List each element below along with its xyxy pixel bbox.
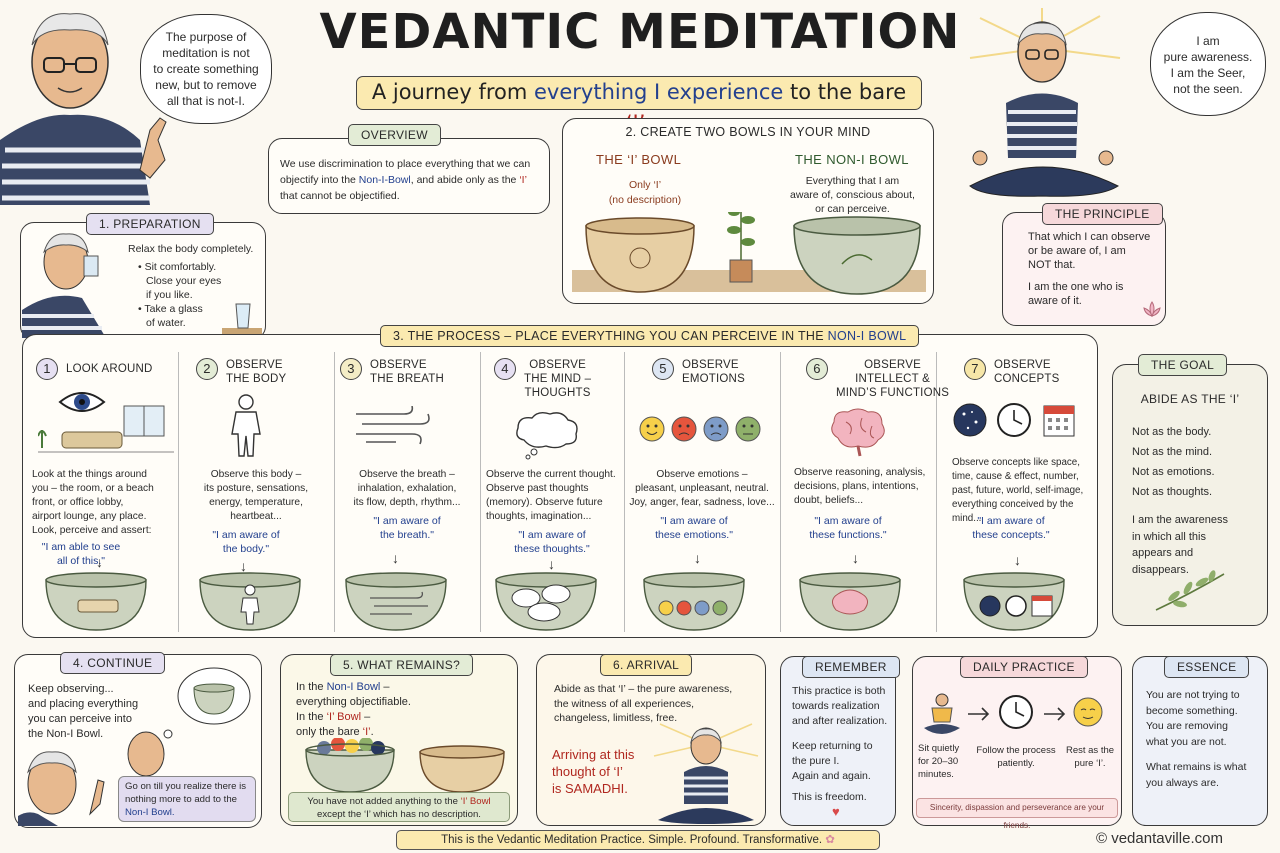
i-bowl-title: THE ‘I’ BOWL (596, 152, 682, 167)
down-arrow: ↓ (96, 554, 103, 570)
continue-note: Go on till you realize there is nothing … (118, 776, 256, 822)
down-arrow: ↓ (852, 550, 859, 566)
step-6-text: Observe reasoning, analysis, decisions, … (794, 467, 926, 506)
step-3-text: Observe the breath – inhalation, exhalat… (353, 469, 461, 508)
continue-tag: 4. CONTINUE (60, 652, 166, 674)
principle-text: That which I can observe or be aware of,… (1028, 231, 1151, 307)
lotus-icon: ✿ (825, 834, 835, 846)
arrival-tag: 6. ARRIVAL (600, 654, 693, 676)
leaf-branch-icon (1155, 570, 1225, 611)
step-4-quote: "I am aware of these thoughts." (514, 529, 590, 555)
essence-card (1132, 656, 1268, 826)
process-bowls-illustration (45, 572, 1065, 631)
goal-heading: ABIDE AS THE ‘I’ (1140, 392, 1240, 406)
meditating-teacher-illustration (969, 8, 1121, 197)
arrival-text: Abide as that ‘I’ – the pure awareness, … (554, 683, 733, 724)
concept-icons (953, 403, 1075, 437)
daily-practice-footnote: Sincerity, dispassion and perseverance a… (916, 798, 1118, 830)
overview-card (268, 138, 550, 214)
heart-icon: ♥ (832, 804, 840, 819)
page-title: VEDANTIC MEDITATION (319, 4, 961, 60)
thought-cloud-icon (516, 411, 578, 460)
remember-tag: REMEMBER (802, 656, 900, 678)
goal-text: Not as the body. Not as the mind. Not as… (1132, 426, 1228, 576)
goal-tag: THE GOAL (1138, 354, 1228, 376)
step-2-quote: "I am aware of the body." (212, 529, 280, 555)
step-divider (480, 352, 481, 632)
what-remains-tag: 5. WHAT REMAINS? (330, 654, 474, 676)
step-7-text: Observe concepts like space, time, cause… (952, 457, 1084, 524)
what-remains-text: In the Non-I Bowl – everything objectifi… (296, 681, 411, 738)
step-5-text: Observe emotions – pleasant, unpleasant,… (629, 469, 775, 508)
body-outline-icon (231, 394, 261, 457)
preparation-tag: 1. PREPARATION (86, 213, 214, 235)
remaining-bowls-illustration (305, 738, 505, 793)
step-3-quote: "I am aware of the breath." (373, 515, 441, 541)
water-glass-icon (222, 303, 262, 338)
lotus-icon (1143, 301, 1161, 318)
eye-room-icon (38, 392, 174, 453)
overview-text: We use discrimination to place everythin… (280, 158, 531, 202)
teacher-pointing-illustration (0, 13, 167, 205)
down-arrow: ↓ (694, 550, 701, 566)
daily-step-1: Sit quietly for 20–30 minutes. (918, 743, 960, 780)
principle-card (1002, 212, 1166, 326)
step-1-text: Look at the things around you – the room… (32, 469, 154, 536)
i-bowl-desc: Only ‘I’ (no description) (608, 179, 682, 206)
essence-tag: ESSENCE (1164, 656, 1250, 678)
awareness-speech-bubble: I am pure awareness. I am the Seer, not … (1150, 12, 1266, 116)
emotion-faces-icon (639, 416, 761, 442)
drinking-water-illustration (22, 233, 106, 338)
step-2-text: Observe this body – its posture, sensati… (203, 469, 309, 522)
arrival-meditator-illustration (653, 723, 759, 824)
two-bowls-illustration (572, 212, 926, 295)
down-arrow: ↓ (1014, 552, 1021, 568)
continue-text: Keep observing... and placing everything… (28, 683, 139, 740)
step-1-quote: "I am able to see all of this." (41, 541, 121, 567)
step-divider (780, 352, 781, 632)
essence-text: You are not trying to become something. … (1146, 689, 1247, 789)
daily-step-3: Rest as the pure ‘I’. (1065, 745, 1115, 769)
samadhi-text: Arriving at this thought of ‘I’ is SAMAD… (552, 747, 635, 796)
step-4-text: Observe the current thought. Observe pas… (486, 469, 616, 522)
two-bowls-heading: 2. CREATE TWO BOWLS IN YOUR MIND (625, 125, 871, 139)
daily-practice-steps (924, 693, 1103, 734)
step-6-quote: "I am aware of these functions." (809, 515, 887, 541)
purpose-speech-bubble: The purpose of meditation is not to crea… (140, 14, 272, 124)
down-arrow: ↓ (240, 558, 247, 574)
breath-wind-icon (356, 406, 430, 445)
copyright-credit: © vedantaville.com (1096, 830, 1223, 847)
down-arrow: ↓ (548, 556, 555, 572)
page-subtitle: A journey from everything I experience t… (356, 76, 922, 135)
footer-banner: This is the Vedantic Meditation Practice… (396, 830, 880, 850)
remember-card (780, 656, 896, 826)
step-divider (624, 352, 625, 632)
principle-tag: THE PRINCIPLE (1042, 203, 1163, 225)
overview-tag: OVERVIEW (348, 124, 441, 146)
brain-icon (831, 408, 885, 457)
down-arrow: ↓ (392, 550, 399, 566)
remember-text: This practice is both towards realizatio… (792, 685, 888, 803)
step-5-quote: "I am aware of these emotions." (655, 515, 733, 541)
step-divider (936, 352, 937, 632)
step-divider (334, 352, 335, 632)
what-remains-note: You have not added anything to the ‘I’ B… (288, 792, 510, 822)
process-tag: 3. THE PROCESS – PLACE EVERYTHING YOU CA… (380, 325, 920, 347)
non-i-bowl-title: THE NON-I BOWL (795, 152, 909, 167)
step-7-quote: "I am aware of these concepts." (972, 515, 1050, 541)
daily-step-2: Follow the process patiently. (976, 745, 1056, 769)
daily-practice-tag: DAILY PRACTICE (960, 656, 1088, 678)
preparation-text: Relax the body completely. • Sit comfort… (128, 243, 254, 329)
non-i-bowl-desc: Everything that I am aware of, conscious… (790, 175, 915, 215)
step-divider (178, 352, 179, 632)
